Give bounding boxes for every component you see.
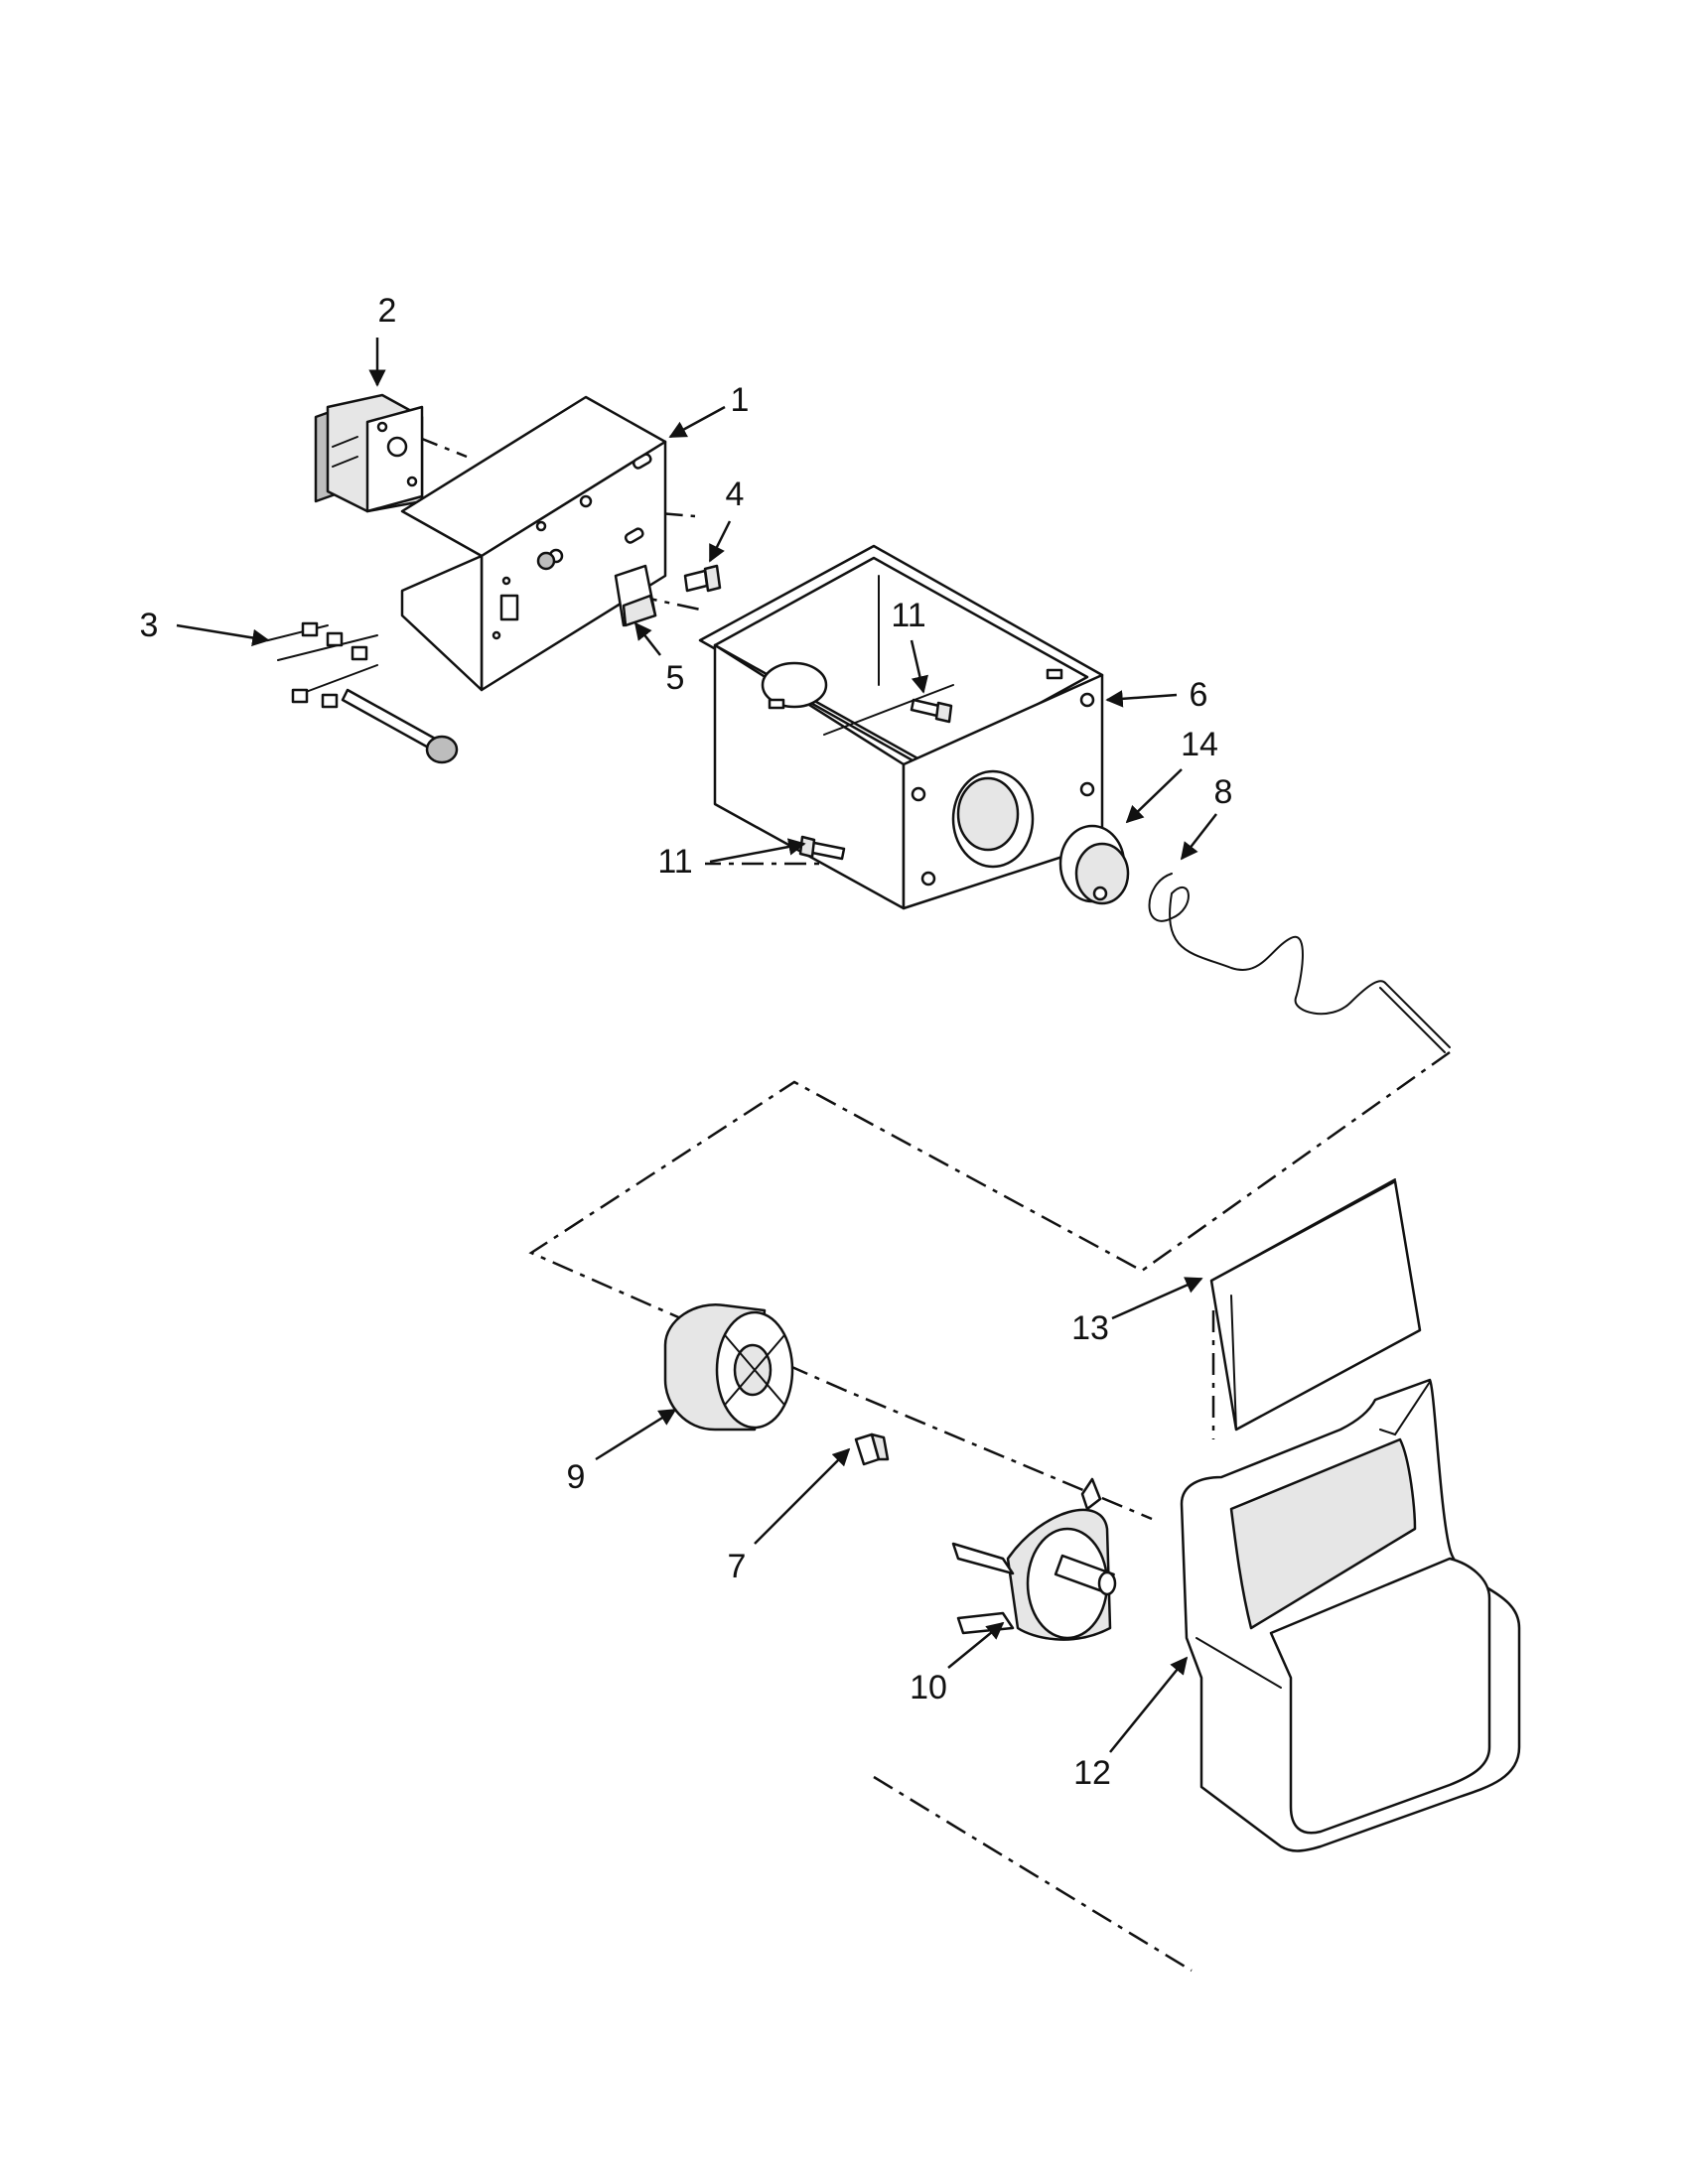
callout-9: 9 — [567, 1458, 586, 1496]
callout-1: 1 — [731, 381, 750, 419]
agitator-wheel-part-9 — [663, 1302, 794, 1432]
nut-part-7 — [854, 1433, 890, 1466]
dispenser-door-part-13 — [1209, 1178, 1422, 1432]
callout-12: 12 — [1073, 1754, 1111, 1792]
motor-mounting-bracket-part — [400, 395, 667, 692]
screw-part-11-upper — [910, 698, 953, 724]
auger-wire-part-8 — [1148, 873, 1451, 1053]
callout-10: 10 — [910, 1669, 947, 1706]
callout-14: 14 — [1181, 726, 1218, 763]
bearing-part-14 — [1058, 824, 1130, 905]
callout-3: 3 — [140, 607, 159, 644]
screw-part-4 — [683, 564, 722, 593]
callout-5: 5 — [666, 659, 685, 697]
clip-part-5 — [614, 564, 657, 627]
gear-motor-part — [314, 393, 424, 513]
callout-13: 13 — [1071, 1309, 1109, 1347]
callout-7: 7 — [728, 1548, 747, 1585]
auger-drive-part-10 — [951, 1477, 1117, 1641]
callout-2: 2 — [378, 292, 397, 330]
callout-4: 4 — [726, 476, 745, 513]
callout-11-upper: 11 — [891, 597, 925, 634]
switch-harness-part — [267, 621, 459, 764]
dispenser-housing-part-12 — [1180, 1378, 1521, 1852]
callout-11-lower: 11 — [657, 843, 692, 881]
callout-labels: 2 1 3 4 5 6 11 11 14 8 13 9 7 10 12 — [140, 292, 1233, 1792]
callout-8: 8 — [1214, 773, 1233, 811]
callout-6: 6 — [1190, 676, 1208, 714]
ice-bucket-housing-part — [698, 544, 1104, 910]
callout-leaders — [176, 338, 1217, 1753]
